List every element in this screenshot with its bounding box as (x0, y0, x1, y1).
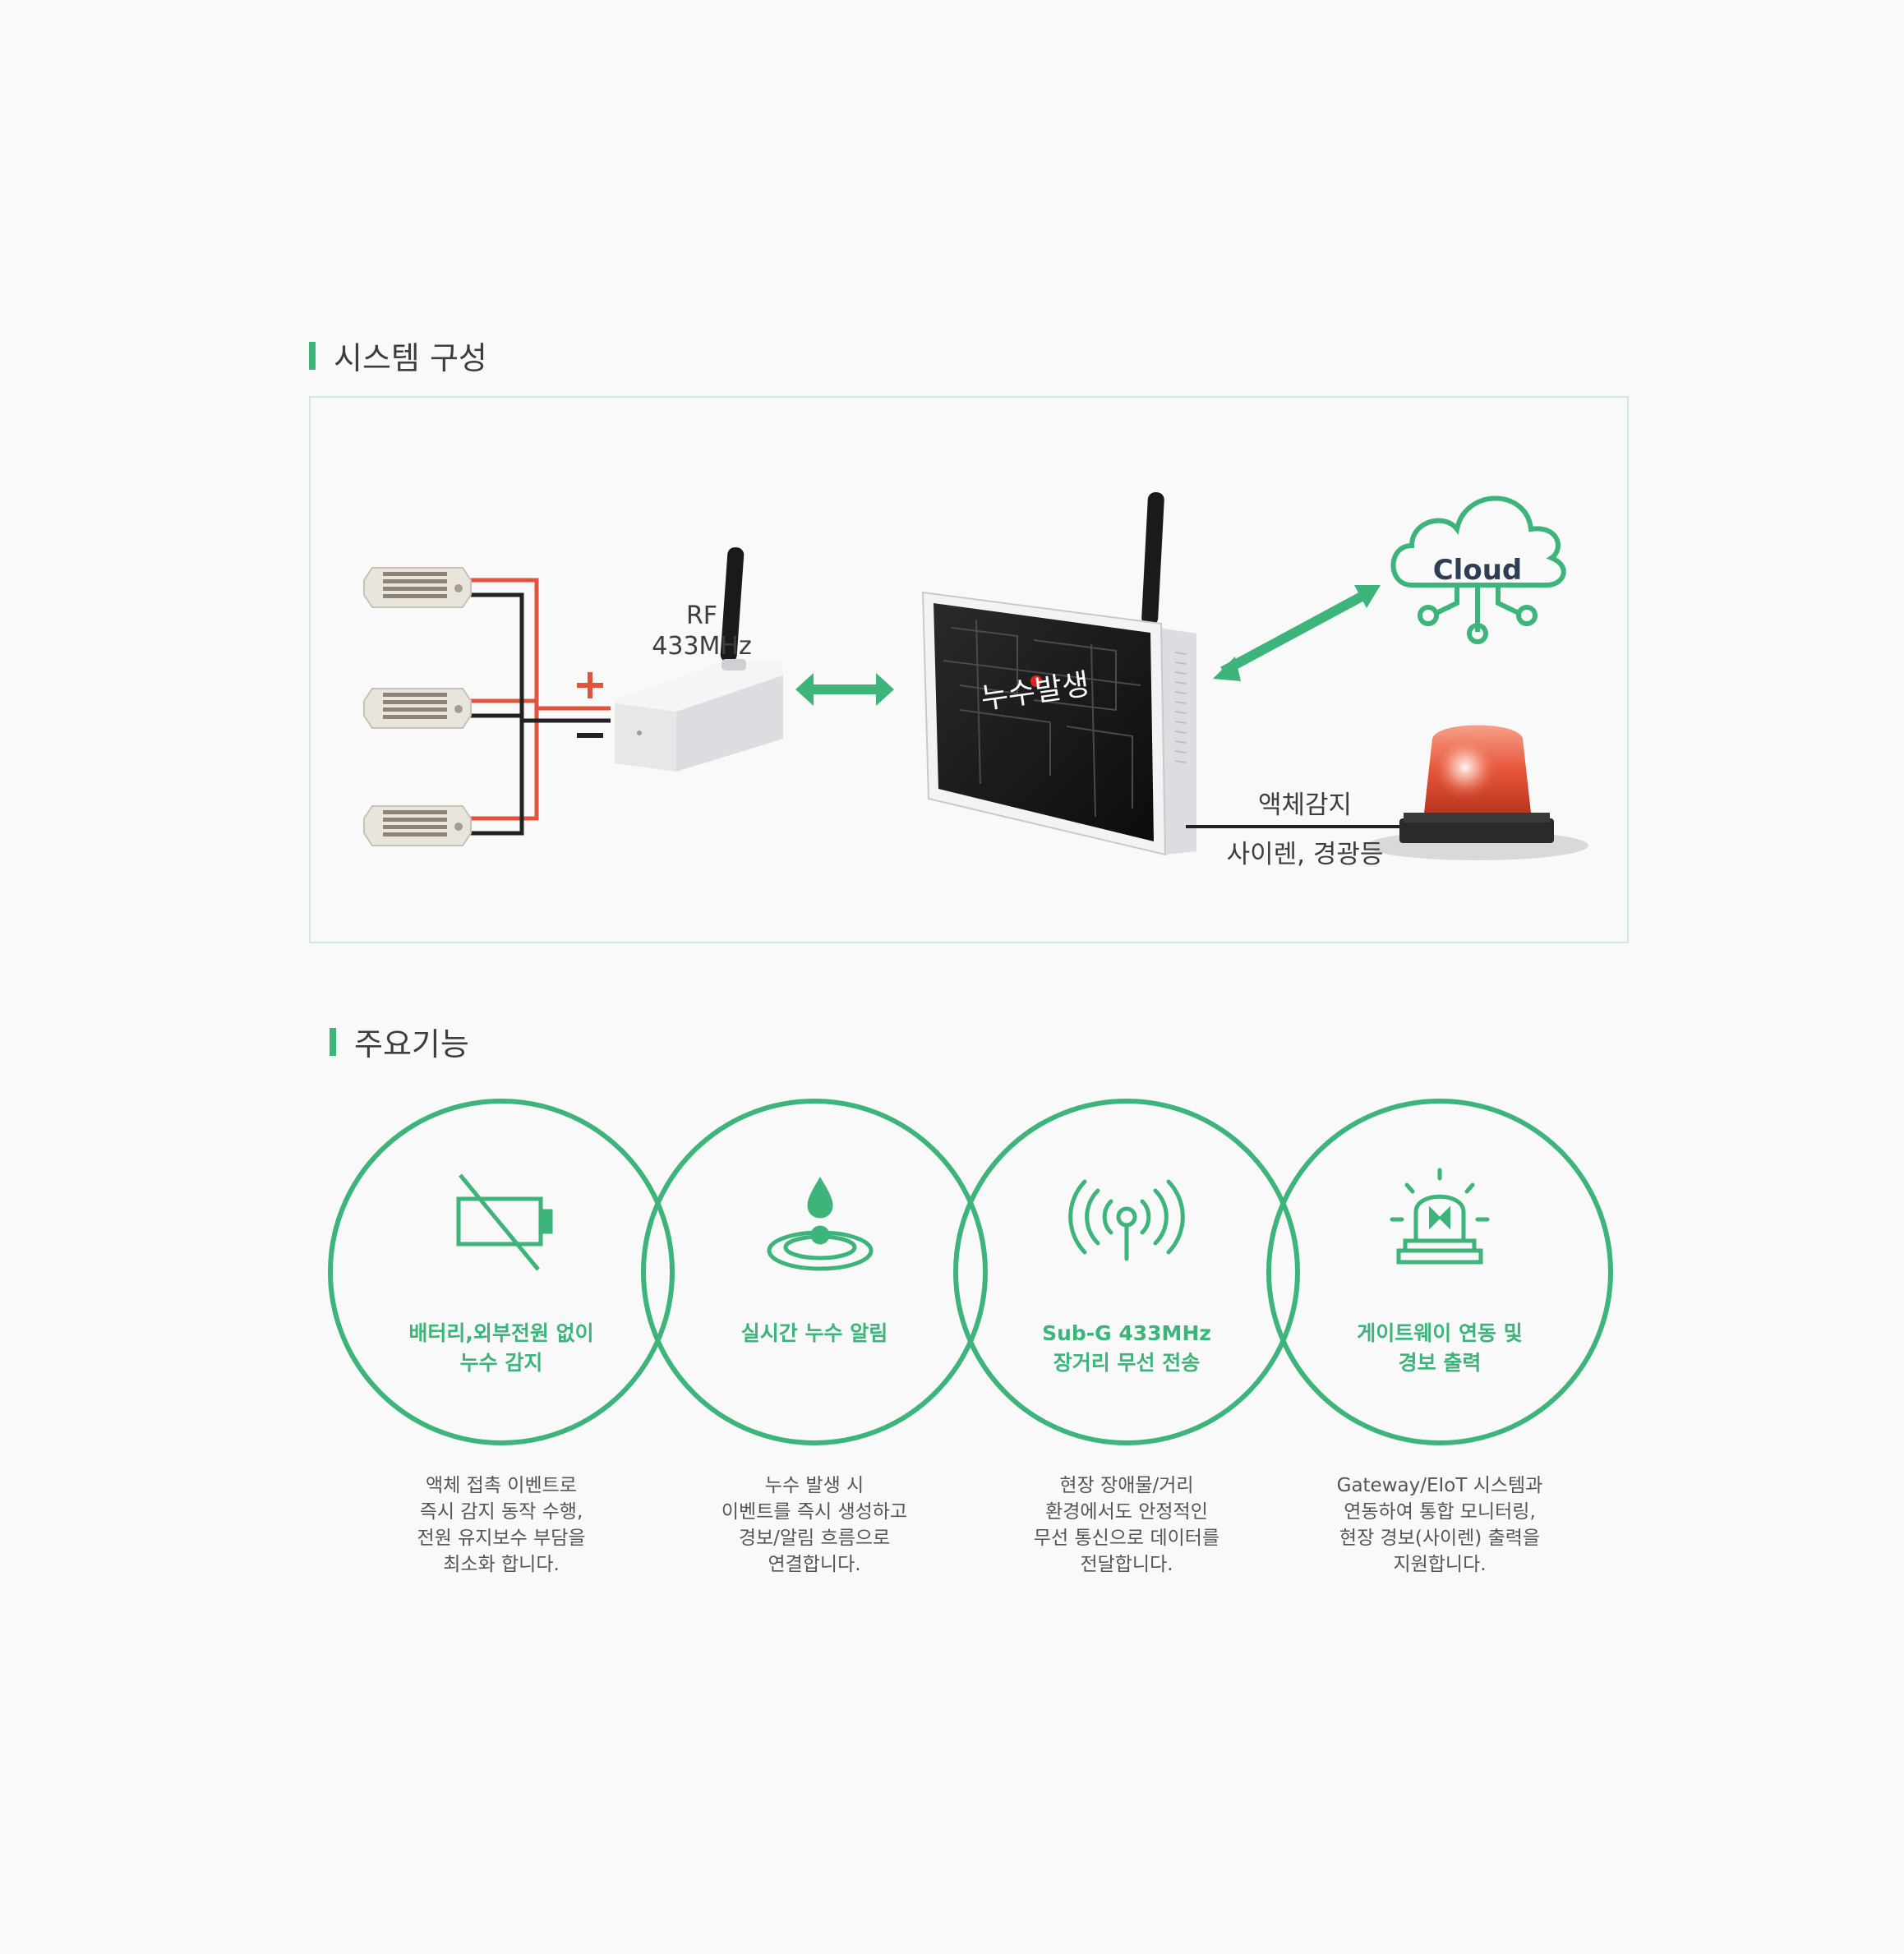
feature-title-1: 배터리,외부전원 없이 누수 감지 (378, 1319, 625, 1378)
description-line: 이벤트를 즉시 생성하고 (721, 1501, 908, 1523)
description-line: 최소화 합니다. (443, 1554, 560, 1575)
polarity-signs (577, 672, 603, 738)
siren-icon (1390, 1168, 1490, 1265)
description-line: 즉시 감지 동작 수행, (419, 1501, 583, 1523)
section-title-features: 주요기능 (330, 1019, 469, 1064)
receiver-device (615, 547, 783, 772)
description-line: Gateway/EIoT 시스템과 (1336, 1475, 1543, 1496)
description-line: 지원합니다. (1393, 1554, 1487, 1575)
cloud-label: Cloud (1432, 554, 1523, 587)
description-line: 연결합니다. (768, 1554, 861, 1575)
feature-description-2: 누수 발생 시 이벤트를 즉시 생성하고 경보/알림 흐름으로 연결합니다. (691, 1472, 938, 1578)
section-title-text: 주요기능 (354, 1026, 469, 1062)
section-title-system: 시스템 구성 (309, 333, 487, 378)
rf-label: RF (685, 601, 718, 630)
title-accent-bar (309, 341, 316, 370)
alarm-dot (1030, 675, 1042, 687)
feature-title-2: 실시간 누수 알림 (691, 1319, 938, 1348)
leak-sensor-1 (363, 567, 472, 608)
section-title-text: 시스템 구성 (334, 340, 487, 376)
description-line: 경보/알림 흐름으로 (738, 1528, 891, 1549)
feature-circle-4 (1266, 1099, 1613, 1445)
feature-circle-2 (641, 1099, 988, 1445)
description-line: 현장 장애물/거리 (1059, 1475, 1194, 1496)
description-line: 액체 접촉 이벤트로 (426, 1475, 577, 1496)
feature-title-line: 실시간 누수 알림 (740, 1321, 888, 1345)
liquid-detect-label: 액체감지 (1257, 790, 1353, 820)
feature-circle-3 (953, 1099, 1300, 1445)
feature-circle-1 (328, 1099, 675, 1445)
description-line: 연동하여 통합 모니터링, (1344, 1501, 1536, 1523)
feature-title-4: 게이트웨이 연동 및 경보 출력 (1316, 1319, 1563, 1378)
system-diagram: RF 433MHz 누수발생 Cloud 액체감지 사이렌, 경광등 (309, 396, 1629, 943)
description-line: 누수 발생 시 (764, 1475, 864, 1496)
cloud-icon (1390, 495, 1566, 644)
title-accent-bar (330, 1027, 336, 1056)
description-line: 현장 경보(사이렌) 출력을 (1339, 1528, 1541, 1549)
gateway-monitor (921, 492, 1196, 856)
battery-off-icon (456, 1173, 553, 1271)
feature-title-line: 배터리,외부전원 없이 (408, 1321, 594, 1345)
water-drop-icon (767, 1177, 874, 1271)
feature-description-1: 액체 접촉 이벤트로 즉시 감지 동작 수행, 전원 유지보수 부담을 최소화 … (378, 1472, 625, 1578)
frequency-label: 433MHz (652, 632, 752, 661)
leak-sensor-3 (363, 805, 472, 846)
minus-sign (577, 733, 603, 738)
feature-title-line: 게이트웨이 연동 및 (1357, 1321, 1523, 1345)
feature-title-line: 장거리 무선 전송 (1053, 1351, 1201, 1375)
feature-description-3: 현장 장애물/거리 환경에서도 안정적인 무선 통신으로 데이터를 전달합니다. (1003, 1472, 1250, 1578)
siren-label: 사이렌, 경광등 (1226, 840, 1384, 869)
diagram-graphics (363, 492, 1588, 860)
feature-description-4: Gateway/EIoT 시스템과 연동하여 통합 모니터링, 현장 경보(사이… (1316, 1472, 1563, 1578)
leak-sensor-2 (363, 688, 472, 729)
description-line: 무선 통신으로 데이터를 (1033, 1528, 1220, 1549)
feature-title-line: 누수 감지 (459, 1351, 543, 1375)
description-line: 전원 유지보수 부담을 (417, 1528, 586, 1549)
feature-title-3: Sub-G 433MHz 장거리 무선 전송 (1003, 1319, 1250, 1378)
description-line: 전달합니다. (1080, 1554, 1173, 1575)
feature-title-line: Sub-G 433MHz (1042, 1321, 1211, 1345)
rf-double-arrow (795, 673, 894, 706)
feature-title-line: 경보 출력 (1398, 1351, 1482, 1375)
plus-sign-v (588, 672, 592, 698)
wires (471, 578, 611, 836)
siren-device (1367, 725, 1588, 860)
antenna-signal-icon (1068, 1179, 1185, 1261)
description-line: 환경에서도 안정적인 (1045, 1501, 1208, 1523)
cloud-double-arrow (1213, 585, 1381, 681)
